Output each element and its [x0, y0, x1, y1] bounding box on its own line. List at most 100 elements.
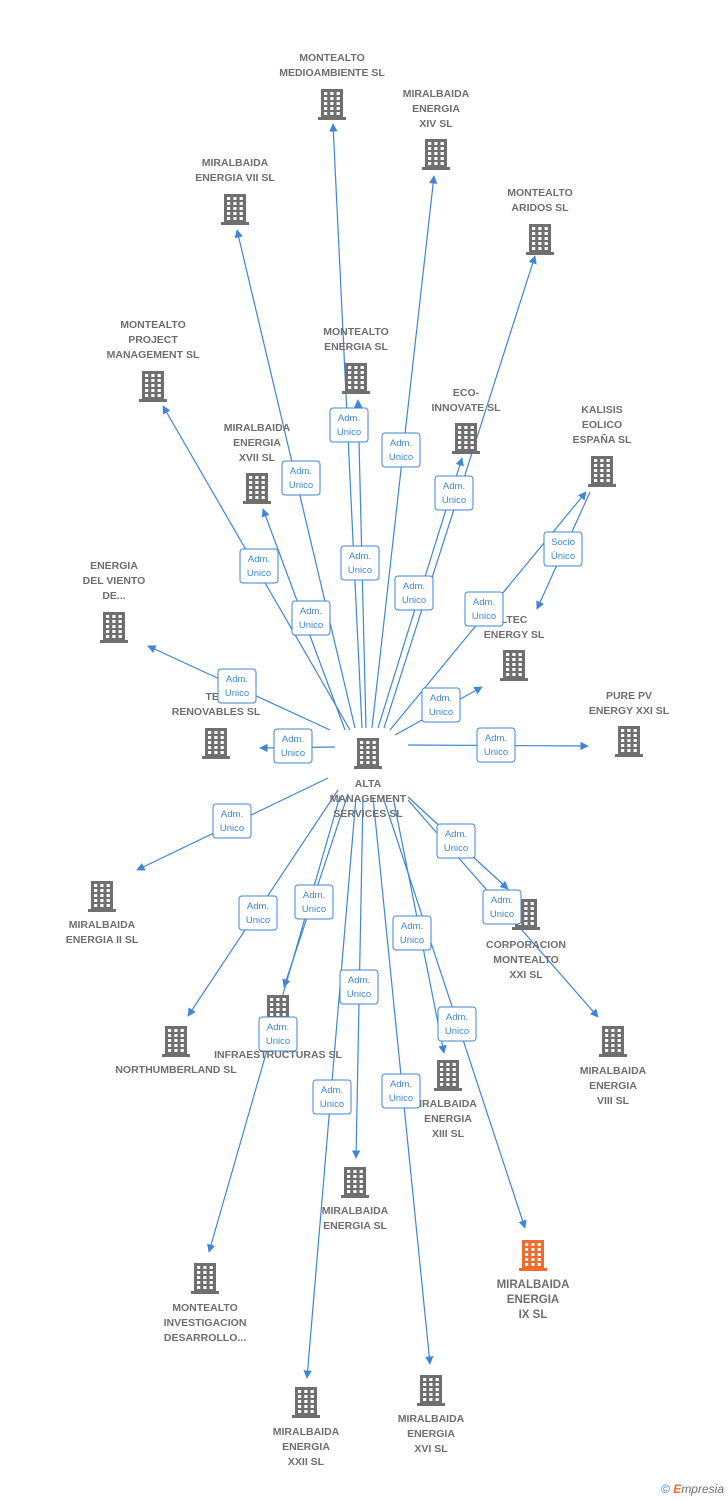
node-label-line: MONTEALTO: [323, 326, 389, 338]
edge-label-northumberland[interactable]: Adm.Unico: [238, 895, 278, 931]
node-label-line: MIRALBAIDA: [224, 422, 291, 434]
edge-label-text: Adm.: [401, 921, 423, 932]
edge-label-text: Unico: [472, 611, 496, 622]
node-eco[interactable]: ECO-INNOVATE SL: [431, 387, 501, 454]
edge-label-box: [543, 531, 583, 567]
node-label-line: MONTEALTO: [172, 1302, 238, 1314]
node-label-line: ECO-: [453, 387, 480, 399]
building-icon: [500, 650, 528, 681]
edge-label-energia[interactable]: Adm.Unico: [340, 545, 380, 581]
edge-label-purepv[interactable]: Adm.Unico: [476, 727, 516, 763]
edge-labels-layer: Adm.UnicoAdm.UnicoAdm.UnicoAdm.UnicoAdm.…: [212, 407, 583, 1115]
node-label-line: ENERGIA: [90, 560, 138, 572]
edge-label-xvii[interactable]: Adm. Unico: [291, 600, 331, 636]
edge-label-text: Adm.: [321, 1085, 343, 1096]
node-label-line: CORPORACION: [486, 939, 566, 951]
edge-label-text: Adm.: [443, 481, 465, 492]
node-label-line: DEL VIENTO: [83, 575, 146, 587]
building-icon: [588, 456, 616, 487]
edge-label-xvi[interactable]: Adm.Unico: [381, 1073, 421, 1109]
footer-credit: © Empresia: [661, 1482, 724, 1496]
edge-label-infra[interactable]: Adm.Unico: [294, 884, 334, 920]
node-label-line: ALTA: [355, 778, 382, 790]
node-label-line: XVII SL: [239, 452, 276, 464]
edge-label-xxii[interactable]: Adm. Unico: [312, 1079, 352, 1115]
node-northumberland[interactable]: NORTHUMBERLAND SL: [115, 1026, 237, 1076]
brand-logo-e[interactable]: E: [673, 1482, 682, 1496]
building-icon: [452, 423, 480, 454]
edge-label-text: Adm.: [221, 809, 243, 820]
building-icon: [422, 139, 450, 170]
edge-label-ix[interactable]: Adm.Unico: [437, 1006, 477, 1042]
edge-label-viento[interactable]: Adm.Unico: [217, 668, 257, 704]
edge-label-aridos[interactable]: Adm.Unico: [394, 575, 434, 611]
edge-label-box: [392, 915, 432, 951]
edge-label-xiv[interactable]: Adm.Unico: [381, 432, 421, 468]
node-label-line: ENERGIA VII SL: [195, 172, 275, 184]
edge-label-kalisis[interactable]: Adm.Unico: [464, 591, 504, 627]
edge-label-box: [239, 548, 279, 584]
edge-label-ltec[interactable]: Adm.Unico: [421, 687, 461, 723]
building-icon: [341, 1167, 369, 1198]
edge-label-xiii[interactable]: Adm.Unico: [392, 915, 432, 951]
edge-label-box: [294, 884, 334, 920]
edge-label-corporacion[interactable]: Adm.Unico: [436, 823, 476, 859]
edge-label-ii[interactable]: Adm.Unico: [212, 803, 252, 839]
edge-label-text: Adm.: [390, 1079, 412, 1090]
edge-label-text: Unico: [442, 495, 466, 506]
node-label-line: ENERGIA: [424, 1113, 472, 1125]
edge-label-text: Adm.: [403, 581, 425, 592]
edge-label-vii[interactable]: Adm.Unico: [281, 460, 321, 496]
edge-label-text: Adm.: [300, 606, 322, 617]
node-label-line: ENERGIA: [412, 103, 460, 115]
brand-logo-text[interactable]: mpresia: [681, 1482, 724, 1496]
edge-label-miralbaida[interactable]: Adm.Unico: [339, 969, 379, 1005]
building-icon: [354, 738, 382, 769]
edge-label-renovables[interactable]: Adm.Unico: [273, 728, 313, 764]
edge-label-viii[interactable]: Adm.Unico: [482, 889, 522, 925]
node-investigacion[interactable]: MONTEALTOINVESTIGACIONDESARROLLO...: [164, 1263, 247, 1344]
building-icon: [191, 1263, 219, 1294]
node-label-line: IX SL: [519, 1309, 548, 1321]
edge-label-project[interactable]: Adm.Unico: [239, 548, 279, 584]
edge-label-eco[interactable]: Adm. Unico: [434, 475, 474, 511]
edge-label-text: Unico: [347, 989, 371, 1000]
edge-label-box: [291, 600, 331, 636]
node-label-line: EOLICO: [582, 419, 622, 431]
node-label-line: RENOVABLES SL: [172, 706, 261, 718]
node-label-line: MIRALBAIDA: [322, 1205, 389, 1217]
edge-label-text: Unico: [246, 915, 270, 926]
edge-label-text: Unico: [299, 620, 323, 631]
edge-label-medioambiente[interactable]: Adm.Unico: [329, 407, 369, 443]
edge-label-text: Unico: [320, 1099, 344, 1110]
edge-label-text: Adm.: [290, 466, 312, 477]
edge-label-investigacion[interactable]: Adm.Unico: [258, 1016, 298, 1052]
node-label-line: ENERGIA: [282, 1441, 330, 1453]
edge-label-text: Adm.: [446, 1012, 468, 1023]
edge-label-text: Unico: [429, 707, 453, 718]
